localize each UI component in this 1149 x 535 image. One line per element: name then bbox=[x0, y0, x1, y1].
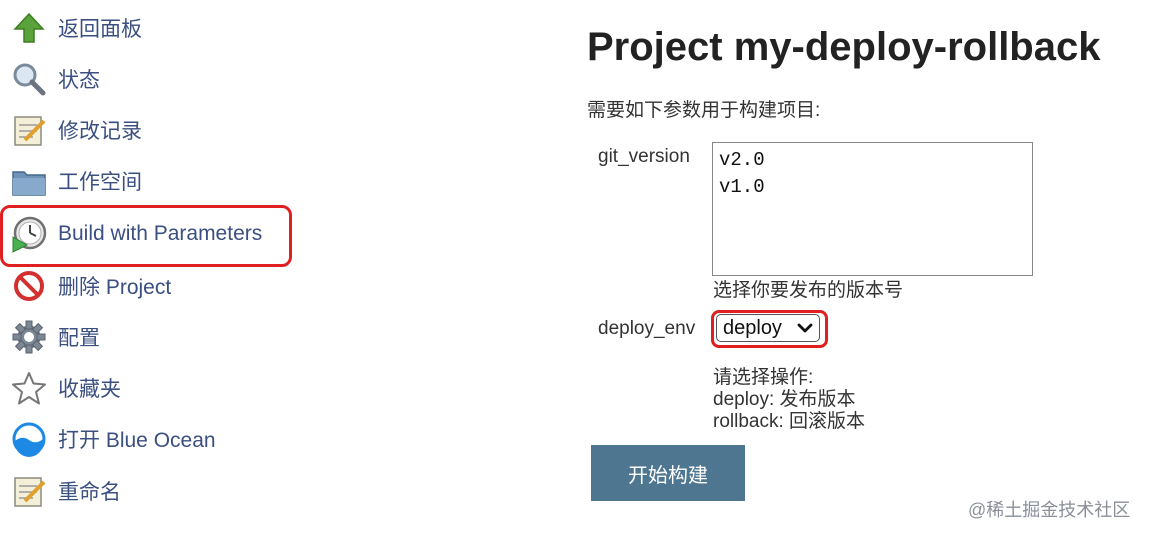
sidebar-item-label: 返回面板 bbox=[58, 18, 142, 41]
sidebar-item-label: 修改记录 bbox=[58, 120, 142, 143]
folder-icon bbox=[8, 162, 50, 200]
star-icon bbox=[8, 369, 50, 407]
listbox-option[interactable]: v2.0 bbox=[719, 149, 765, 171]
sidebar-item-delete-project[interactable]: 删除 Project bbox=[8, 264, 308, 308]
description-line: deploy: 发布版本 bbox=[713, 389, 856, 410]
listbox-option[interactable]: v1.0 bbox=[719, 176, 765, 198]
magnifier-icon bbox=[8, 60, 50, 98]
sidebar-item-label: Build with Parameters bbox=[58, 222, 263, 245]
build-clock-icon bbox=[8, 215, 50, 253]
sidebar-item-label: 配置 bbox=[58, 327, 100, 350]
sidebar: 返回面板 状态 修改记录 工 bbox=[0, 0, 320, 535]
param-name-deploy-env: deploy_env bbox=[598, 318, 696, 339]
deploy-env-select[interactable]: deploy bbox=[716, 314, 820, 342]
sidebar-item-label: 删除 Project bbox=[58, 276, 172, 299]
sidebar-item-label: 打开 Blue Ocean bbox=[58, 429, 216, 452]
gear-icon bbox=[8, 318, 50, 356]
param-name-git-version: git_version bbox=[598, 146, 690, 167]
sidebar-item-configure[interactable]: 配置 bbox=[8, 315, 308, 359]
select-value: deploy bbox=[723, 316, 782, 339]
page-title: Project my-deploy-rollback bbox=[587, 25, 1101, 69]
sidebar-item-back-to-dashboard[interactable]: 返回面板 bbox=[8, 6, 308, 50]
notepad-icon bbox=[8, 111, 50, 149]
description-line: 请选择操作: bbox=[713, 367, 814, 388]
sidebar-item-open-blue-ocean[interactable]: 打开 Blue Ocean bbox=[8, 417, 308, 461]
sidebar-item-rename[interactable]: 重命名 bbox=[8, 469, 308, 513]
sidebar-item-label: 状态 bbox=[58, 69, 100, 92]
chevron-down-icon bbox=[797, 317, 813, 340]
sidebar-item-label: 工作空间 bbox=[58, 171, 142, 194]
sidebar-item-label: 收藏夹 bbox=[58, 378, 121, 401]
deploy-env-description: 请选择操作: deploy: 发布版本 rollback: 回滚版本 bbox=[713, 367, 865, 433]
description-line: rollback: 回滚版本 bbox=[713, 411, 866, 432]
sidebar-item-status[interactable]: 状态 bbox=[8, 57, 308, 101]
watermark: @稀土掘金技术社区 bbox=[968, 500, 1131, 520]
start-build-button[interactable]: 开始构建 bbox=[591, 445, 745, 501]
blue-ocean-icon bbox=[8, 420, 50, 458]
sidebar-item-label: 重命名 bbox=[58, 481, 121, 504]
params-intro: 需要如下参数用于构建项目: bbox=[587, 100, 821, 121]
git-version-listbox[interactable]: v2.0 v1.0 bbox=[712, 142, 1033, 276]
sidebar-item-build-with-parameters[interactable]: Build with Parameters bbox=[8, 212, 308, 256]
no-entry-icon bbox=[8, 267, 50, 305]
sidebar-item-favorites[interactable]: 收藏夹 bbox=[8, 366, 308, 410]
highlight-box bbox=[0, 205, 292, 267]
up-arrow-icon bbox=[8, 9, 50, 47]
notepad-icon bbox=[8, 472, 50, 510]
sidebar-item-changes[interactable]: 修改记录 bbox=[8, 108, 308, 152]
git-version-description: 选择你要发布的版本号 bbox=[713, 280, 904, 301]
highlight-box bbox=[711, 310, 828, 348]
sidebar-item-workspace[interactable]: 工作空间 bbox=[8, 159, 308, 203]
